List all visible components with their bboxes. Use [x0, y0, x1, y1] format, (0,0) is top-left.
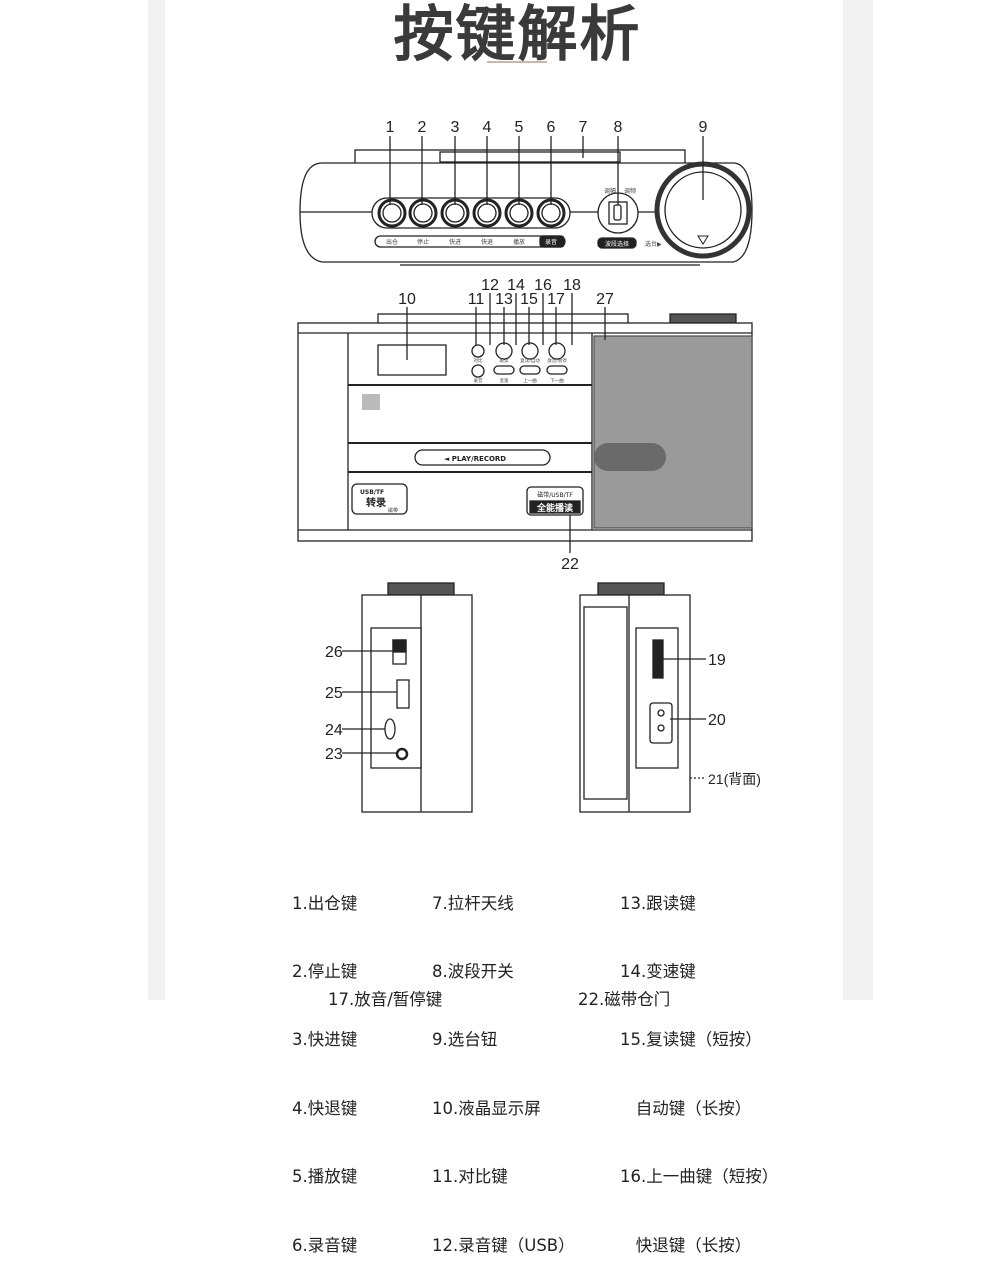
callout-19: 19: [708, 652, 726, 669]
callout-18: 18: [563, 277, 581, 294]
legend-item: 14.变速键: [620, 961, 696, 981]
badge-left-sub: 磁带: [388, 507, 398, 514]
front-pill-button[interactable]: [546, 365, 568, 375]
callout-8: 8: [614, 119, 623, 136]
legend-item: 4.快退键: [292, 1098, 358, 1118]
page-shadow-right: [843, 0, 873, 1000]
small-button-label: 上一曲: [523, 377, 537, 384]
top-button-label: 停止: [417, 238, 429, 246]
callout-3: 3: [451, 119, 460, 136]
legend-item: 5.播放键: [292, 1167, 358, 1187]
legend-item: 8.波段开关: [432, 961, 514, 981]
front-pill-button[interactable]: [493, 365, 515, 375]
side-view-labels: 26 25 24 23 19 20 21(背面): [325, 644, 761, 787]
front-pill-button[interactable]: [519, 365, 541, 375]
band-select-caption: 波段选择: [605, 240, 629, 248]
callout-13: 13: [495, 291, 513, 308]
callout-6: 6: [547, 119, 556, 136]
top-button-label: 快进: [449, 238, 461, 246]
callout-16: 16: [534, 277, 552, 294]
legend-item: 13.跟读键: [620, 893, 696, 913]
callout-5: 5: [515, 119, 524, 136]
top-button-label: 播放: [513, 238, 525, 246]
small-button-label: 对比: [474, 357, 483, 364]
callout-9: 9: [699, 119, 708, 136]
small-button-label: 变速: [500, 377, 509, 384]
fm-label: 调频: [624, 187, 636, 195]
front-round-button[interactable]: [548, 342, 566, 360]
small-button-label: 放音/暂停: [547, 357, 567, 364]
callout-25: 25: [325, 685, 343, 702]
callout-20: 20: [708, 712, 726, 729]
badge-right-main: 全能播读: [536, 502, 573, 514]
legend-item: 12.录音键（USB）: [432, 1235, 575, 1255]
legend-item: 15.复读键（短按）: [620, 1030, 762, 1050]
contrast-button[interactable]: [471, 344, 485, 358]
callout-7: 7: [579, 119, 588, 136]
small-button-label: 复读/自动: [520, 357, 540, 364]
legend-item: 7.拉杆天线: [432, 893, 514, 913]
legend-item: 9.选台钮: [432, 1030, 498, 1050]
top-button-label: 录音: [545, 238, 557, 246]
right-side-view: [579, 582, 706, 813]
callout-12: 12: [481, 277, 499, 294]
callout-22: 22: [561, 556, 579, 573]
top-button-label: 快退: [481, 238, 493, 246]
front-round-button[interactable]: [521, 342, 539, 360]
small-button-label: 录音: [474, 377, 483, 384]
legend-item: 自动键（长按）: [620, 1098, 752, 1118]
tuning-caption: 选台▶: [645, 240, 662, 248]
legend-item: 3.快进键: [292, 1030, 358, 1050]
callout-2: 2: [418, 119, 427, 136]
legend-column-2: 7.拉杆天线 8.波段开关 9.选台钮 10.液晶显示屏 11.对比键 12.录…: [432, 847, 575, 1280]
left-side-view: [342, 582, 473, 813]
callout-14: 14: [507, 277, 525, 294]
top-view-diagram: [299, 149, 753, 266]
am-label: 调幅: [604, 187, 616, 195]
callout-10: 10: [398, 291, 416, 308]
title-underline: [487, 61, 547, 63]
usb-record-button[interactable]: [471, 364, 485, 378]
small-button-label: 跟读: [500, 357, 509, 364]
legend-item: 6.录音键: [292, 1235, 358, 1255]
lcd-display: [377, 344, 447, 376]
callout-11: 11: [468, 291, 485, 308]
callout-15: 15: [520, 291, 538, 308]
callout-27: 27: [596, 291, 614, 308]
legend-column-1: 1.出仓键 2.停止键 3.快进键 4.快退键 5.播放键 6.录音键: [292, 847, 357, 1280]
callout-17: 17: [547, 291, 565, 308]
callout-24: 24: [325, 722, 343, 739]
badge-left-main: 转录: [366, 496, 386, 509]
callout-4: 4: [483, 119, 492, 136]
front-view-diagram: [297, 313, 753, 542]
callout-26: 26: [325, 644, 343, 661]
legend-item: 2.停止键: [292, 961, 358, 981]
legend-column-3: 13.跟读键 14.变速键 15.复读键（短按） 自动键（长按） 16.上一曲键…: [620, 847, 778, 1280]
badge-right-top: 磁带/USB/TF: [537, 491, 573, 499]
legend-item: 11.对比键: [432, 1167, 508, 1187]
badge-left-top: USB/TF: [360, 489, 384, 496]
callout-1: 1: [386, 119, 395, 136]
front-view-labels: 对比 跟读 复读/自动放音/暂停录音 变速 上一曲 下一曲 10 11121314151617…: [360, 277, 614, 573]
legend-item: 16.上一曲键（短按）: [620, 1167, 779, 1187]
front-round-button[interactable]: [495, 342, 513, 360]
legend-item: 1.出仓键: [292, 893, 358, 913]
small-button-label: 下一曲: [550, 377, 564, 384]
play-record-label: ◄ PLAY/RECORD: [444, 455, 506, 463]
callout-23: 23: [325, 746, 343, 763]
callout-21: 21(背面): [708, 771, 761, 787]
page-title: 按键解析: [393, 0, 642, 70]
legend-item: 快退键（长按）: [620, 1235, 752, 1255]
legend-item: 10.液晶显示屏: [432, 1098, 541, 1118]
top-button-label: 出仓: [386, 238, 398, 246]
top-view-labels: 出仓 停止 快进 快退 播放 录音 1 2 3 4 5 6 7 8 9 调幅调频波段选择 选台▶: [386, 119, 708, 248]
legend-item-cut: 17.放音/暂停键: [328, 990, 443, 1009]
page-shadow-left: [148, 0, 165, 1000]
legend-item-cut: 22.磁带仓门: [578, 990, 671, 1009]
